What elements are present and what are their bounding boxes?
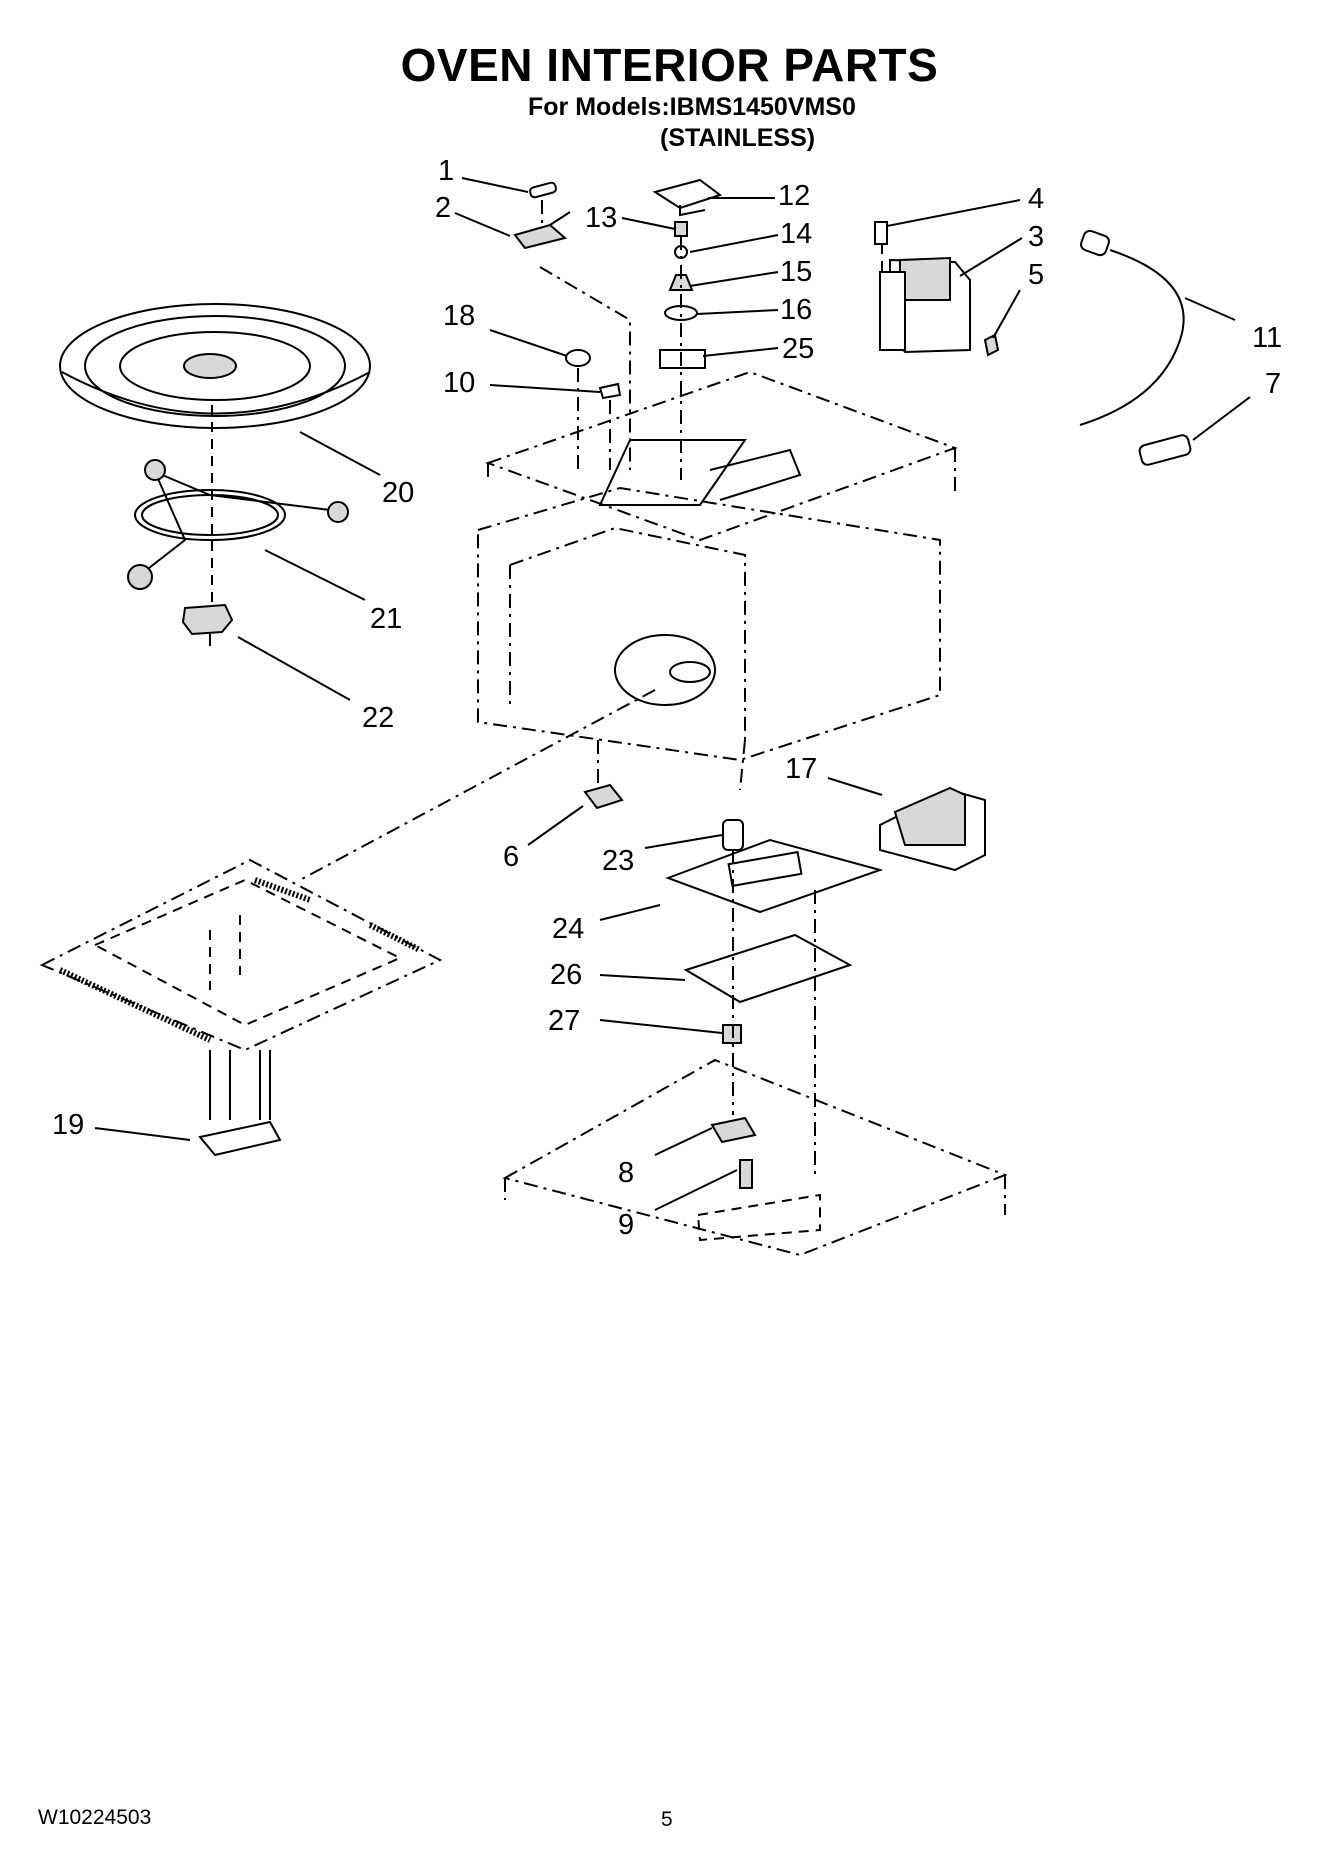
document-number: W10224503 xyxy=(38,1806,152,1829)
lamp-socket xyxy=(565,349,622,470)
callout-3: 3 xyxy=(1028,221,1044,253)
cavity-shelf-assembly xyxy=(39,858,443,1157)
leader-lines xyxy=(94,177,1251,1211)
callout-13: 13 xyxy=(585,202,617,234)
callout-20: 20 xyxy=(382,477,414,509)
callout-12: 12 xyxy=(778,180,810,212)
turntable-tray xyxy=(59,303,371,429)
turntable-coupler xyxy=(181,603,234,646)
callout-17: 17 xyxy=(785,753,817,785)
turntable-motor-stack xyxy=(665,819,884,1180)
thermistor-cord xyxy=(1079,229,1192,466)
callout-18: 18 xyxy=(443,300,475,332)
callout-labels: 1 2 3 4 5 6 7 8 9 10 11 12 13 14 15 16 1… xyxy=(52,155,1282,1241)
callout-11: 11 xyxy=(1252,322,1282,354)
callout-6: 6 xyxy=(503,841,519,873)
thermal-cutout xyxy=(583,740,624,810)
callout-15: 15 xyxy=(780,256,812,288)
callout-25: 25 xyxy=(782,333,814,365)
page-number: 5 xyxy=(661,1808,673,1831)
page-title: OVEN INTERIOR PARTS xyxy=(400,39,939,91)
callout-19: 19 xyxy=(52,1109,84,1141)
callout-7: 7 xyxy=(1265,368,1281,400)
cavity-top xyxy=(485,370,958,542)
callout-21: 21 xyxy=(370,603,402,635)
callout-8: 8 xyxy=(618,1157,634,1189)
callout-10: 10 xyxy=(443,367,475,399)
callout-2: 2 xyxy=(435,192,451,224)
callout-24: 24 xyxy=(552,913,584,945)
roller-ring xyxy=(127,459,349,590)
transformer xyxy=(874,221,1000,357)
callout-4: 4 xyxy=(1028,183,1044,215)
base-plate xyxy=(502,1058,1008,1257)
control-board xyxy=(879,786,986,872)
callout-23: 23 xyxy=(602,845,634,877)
callout-14: 14 xyxy=(780,218,812,250)
callout-16: 16 xyxy=(780,294,812,326)
fuse-and-holder xyxy=(513,181,571,250)
callout-5: 5 xyxy=(1028,259,1044,291)
stirrer-stack xyxy=(652,178,723,480)
callout-1: 1 xyxy=(438,155,454,187)
callout-26: 26 xyxy=(550,959,582,991)
callout-27: 27 xyxy=(548,1005,580,1037)
callout-22: 22 xyxy=(362,702,394,734)
cavity-body xyxy=(477,486,941,791)
models-line: For Models:IBMS1450VMS0 xyxy=(528,93,856,121)
callout-9: 9 xyxy=(618,1209,634,1241)
finish-label: (STAINLESS) xyxy=(660,124,816,152)
